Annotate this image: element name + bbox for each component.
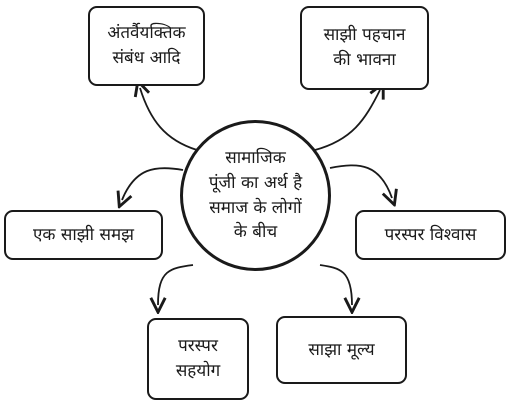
node-interpersonal-line-1: अंतर्वैयक्तिक bbox=[107, 23, 186, 44]
arrow-to-shared-identity bbox=[314, 90, 380, 151]
node-shared-understanding-line-1: एक साझी समझ bbox=[33, 224, 134, 245]
node-interpersonal-relations: अंतर्वैयक्तिक संबंध आदि bbox=[88, 6, 205, 86]
center-line-1: सामाजिक bbox=[225, 148, 286, 169]
node-mutual-cooperation: परस्पर सहयोग bbox=[147, 318, 249, 400]
node-shared-values: साझा मूल्य bbox=[276, 316, 407, 384]
node-shared-understanding: एक साझी समझ bbox=[4, 210, 163, 260]
node-mutual-trust: परस्पर विश्वास bbox=[355, 210, 506, 260]
node-interpersonal-line-2: संबंध आदि bbox=[112, 48, 181, 68]
center-line-3: समाज के लोगों bbox=[209, 197, 302, 218]
center-line-2: पूंजी का अर्थ है bbox=[208, 172, 303, 193]
arrow-to-mutual-cooperation bbox=[158, 264, 194, 305]
arrow-to-mutual-trust bbox=[329, 164, 392, 198]
arrow-to-shared-values bbox=[319, 264, 352, 305]
center-line-4: के बीच bbox=[233, 222, 278, 243]
arrow-to-shared-understanding bbox=[122, 167, 184, 200]
node-shared-identity: साझी पहचान की भावना bbox=[300, 6, 429, 90]
node-mutual-trust-line-1: परस्पर विश्वास bbox=[384, 224, 477, 245]
arrow-to-interpersonal-relations bbox=[140, 88, 198, 151]
node-shared-identity-line-1: साझी पहचान bbox=[323, 25, 406, 46]
node-shared-identity-line-2: की भावना bbox=[333, 50, 396, 70]
node-shared-values-line-1: साझा मूल्य bbox=[308, 339, 375, 360]
node-mutual-cooperation-line-2: सहयोग bbox=[175, 361, 221, 381]
center-concept-circle: सामाजिक पूंजी का अर्थ है समाज के लोगों क… bbox=[180, 120, 331, 271]
node-mutual-cooperation-line-1: परस्पर bbox=[178, 336, 218, 357]
